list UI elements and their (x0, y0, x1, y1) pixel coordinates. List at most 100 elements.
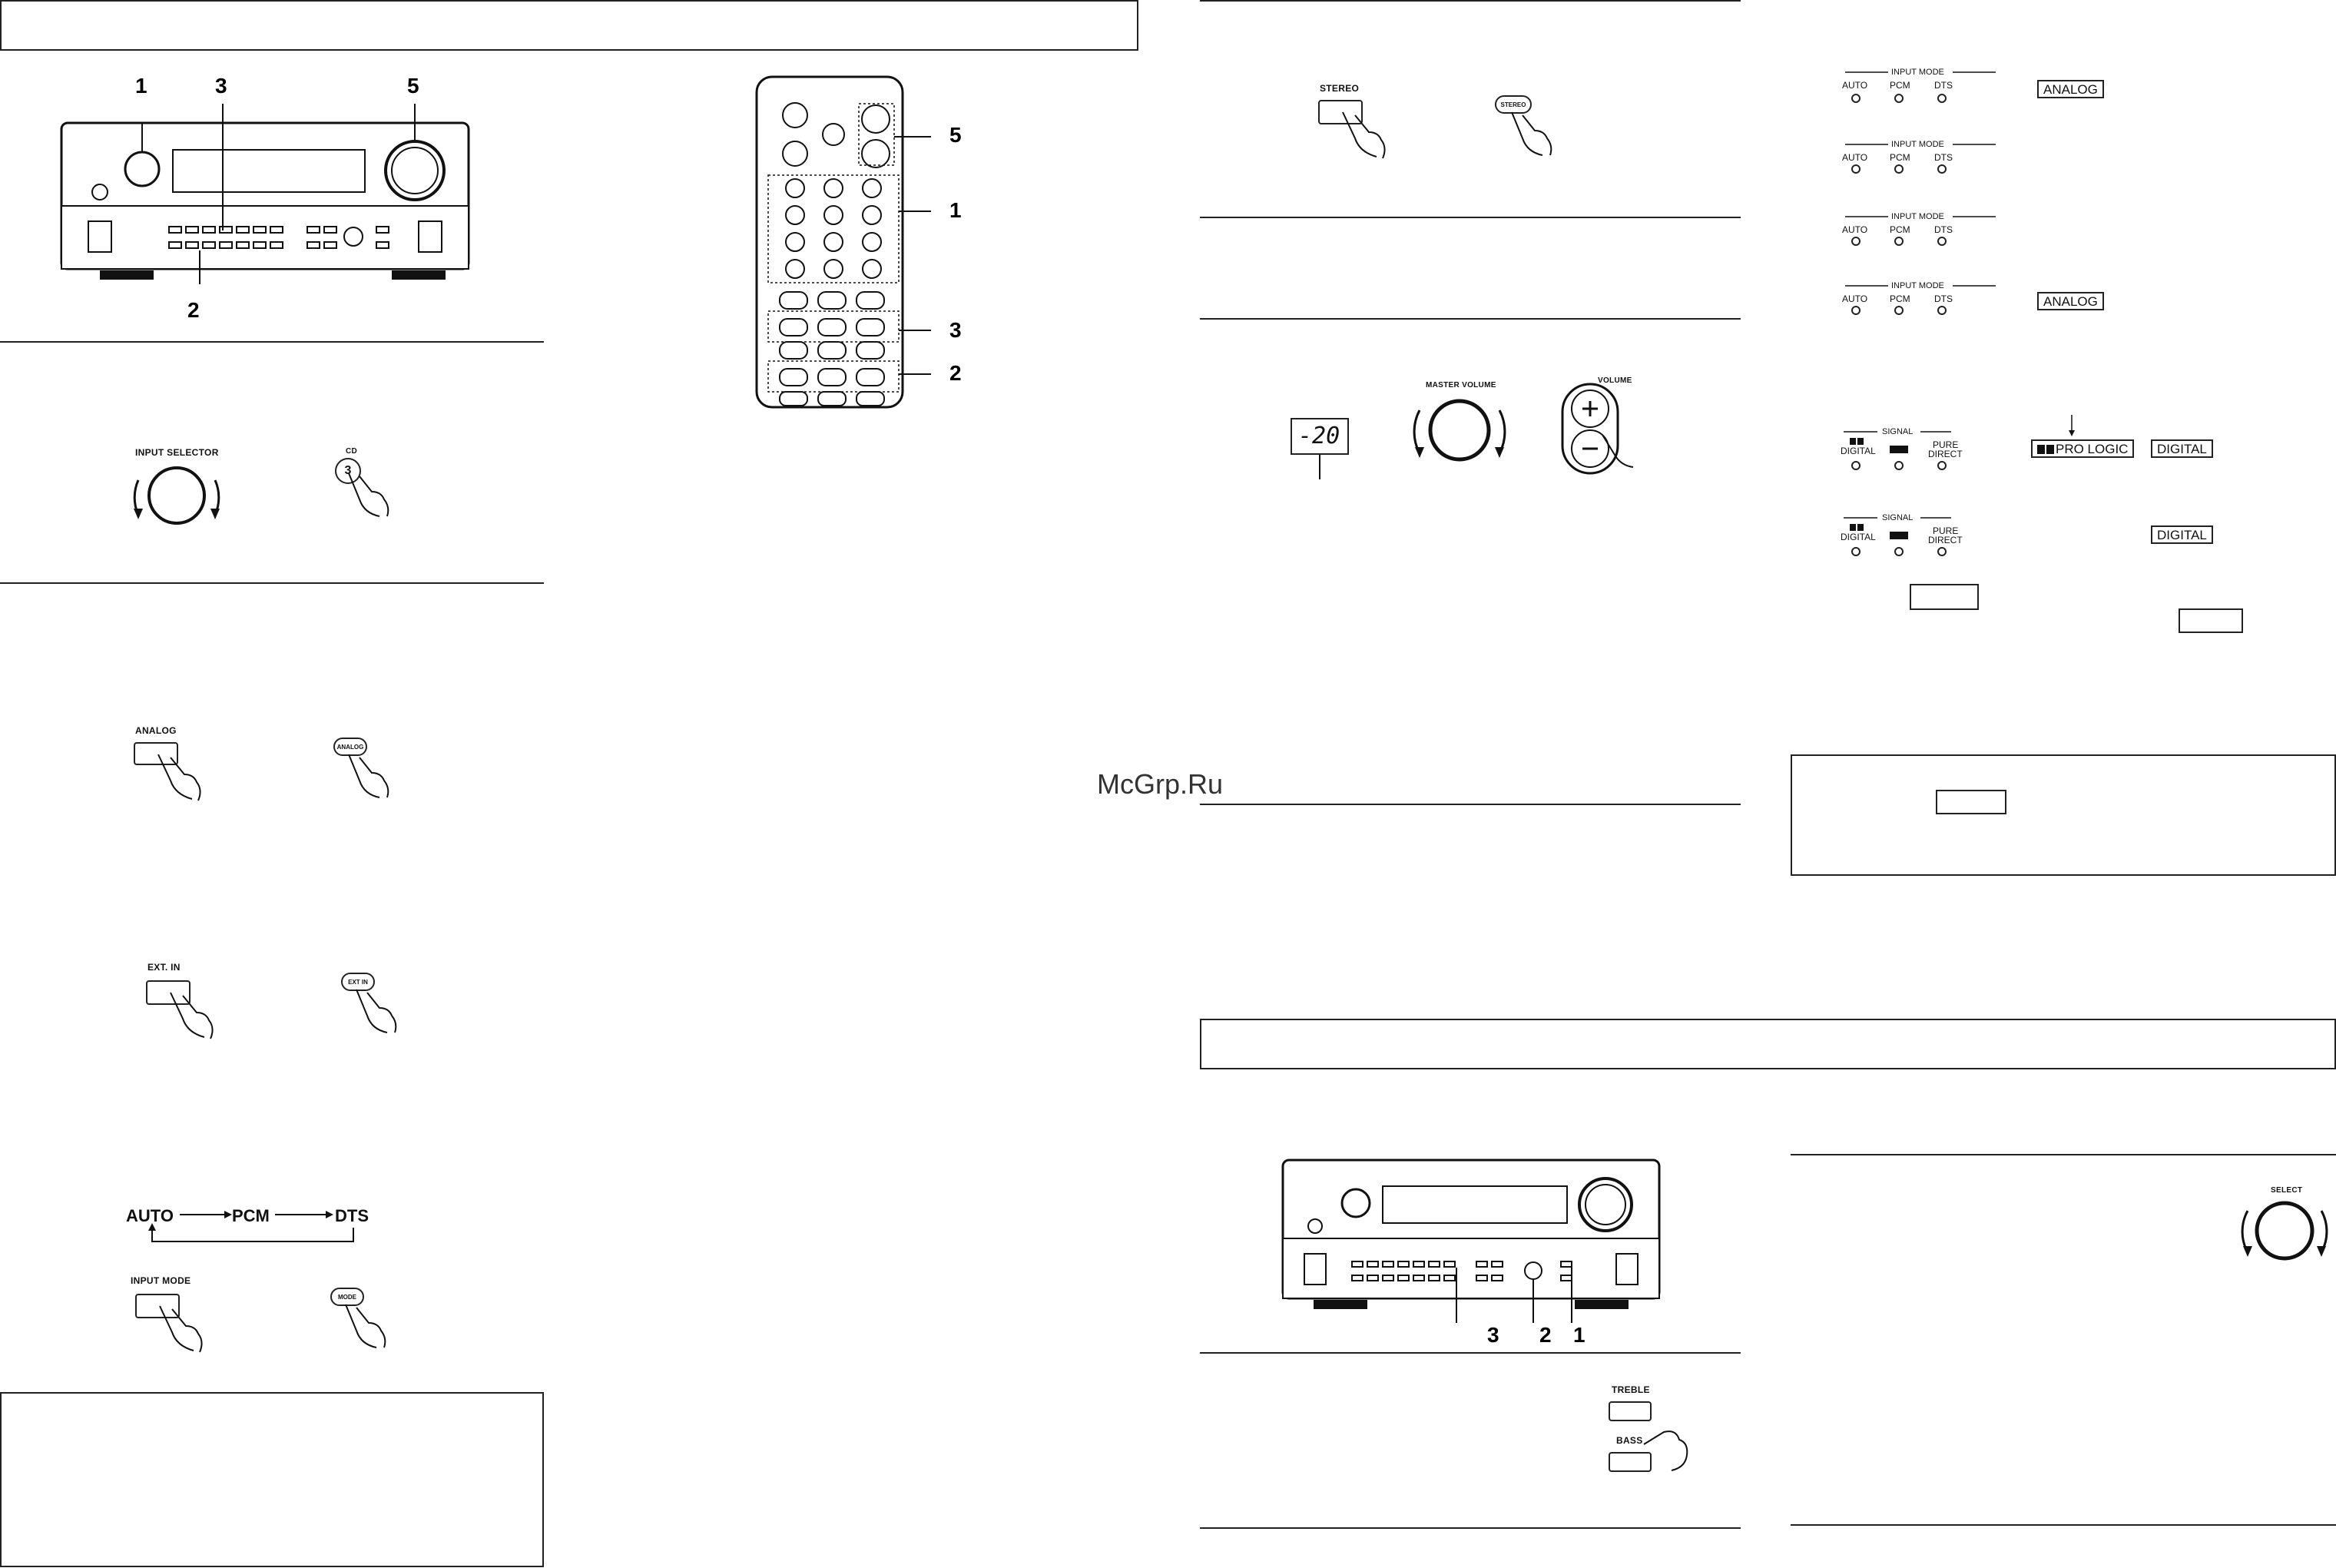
divider (1791, 1154, 2336, 1155)
input-mode-title-rule (1845, 144, 1996, 145)
dts-led (1937, 94, 1947, 103)
ext-in-button[interactable] (146, 980, 191, 1005)
dts-signal-led (1894, 461, 1904, 470)
stereo-button[interactable] (1318, 100, 1363, 124)
pcm-led (1894, 306, 1904, 315)
cd-key-3-button[interactable]: 3 (335, 458, 361, 484)
signal-indicator-title: SIGNAL (1882, 427, 1914, 436)
input-mode-indicator-title: INPUT MODE (1891, 281, 1944, 290)
cd-key-label: 3 (344, 464, 352, 477)
pressing-hand-icon (157, 754, 201, 801)
input-mode-title-rule (1845, 216, 1996, 217)
select-label: SELECT (2271, 1186, 2303, 1195)
cd-label: CD (346, 447, 358, 456)
callout-number: 5 (407, 74, 419, 98)
callout-number: 5 (949, 123, 962, 147)
analog-display-indicator: ANALOG (2037, 80, 2104, 98)
dts-led (1937, 164, 1947, 174)
auto-indicator-label: AUTO (1842, 152, 1868, 163)
treble-button[interactable] (1609, 1401, 1652, 1421)
input-mode-label: INPUT MODE (131, 1275, 191, 1286)
analog-remote-button[interactable]: ANALOG (333, 738, 367, 756)
pro-logic-text: PRO LOGIC (2056, 442, 2129, 456)
auto-led (1851, 94, 1861, 103)
ext-in-key-label: EXT IN (348, 978, 368, 986)
pressing-hand-icon (1643, 1430, 1688, 1471)
input-mode-indicator-title: INPUT MODE (1891, 68, 1944, 77)
blank-display-box (2179, 608, 2243, 633)
select-knob (2241, 1201, 2328, 1261)
treble-label: TREBLE (1612, 1384, 1650, 1395)
flow-arrows (148, 1211, 354, 1242)
dts-indicator-label: DTS (1934, 152, 1953, 163)
analog-key-label: ANALOG (336, 743, 364, 751)
divider (0, 341, 544, 343)
dts-indicator-label: DTS (1934, 293, 1953, 304)
auto-led (1851, 237, 1861, 246)
divider (1200, 804, 1741, 805)
divider (1200, 1527, 1741, 1529)
input-mode-title-rule (1845, 71, 1996, 73)
digital-display-indicator: DIGITAL (2151, 439, 2213, 458)
blank-display-box (1910, 584, 1979, 610)
receiver-front-panel-illustration (1281, 1159, 1661, 1323)
blank-display-box (1936, 790, 2006, 814)
dts-logo-icon (1890, 532, 1908, 539)
input-mode-button[interactable] (135, 1294, 180, 1318)
analog-label: ANALOG (135, 725, 177, 736)
callout-number: 2 (1539, 1323, 1552, 1347)
flow-dts: DTS (335, 1206, 369, 1225)
volume-up-down-buttons[interactable] (1558, 381, 1642, 481)
auto-indicator-label: AUTO (1842, 80, 1868, 91)
dolby-digital-icon (1850, 438, 1864, 445)
direct-indicator-label: DIRECT (1928, 449, 1963, 459)
pressing-hand-icon (170, 992, 214, 1039)
input-selector-label: INPUT SELECTOR (135, 447, 219, 458)
flow-pcm: PCM (232, 1206, 270, 1225)
stereo-remote-button[interactable]: STEREO (1495, 95, 1532, 114)
dolby-digital-icon (1850, 524, 1864, 531)
pcm-indicator-label: PCM (1890, 152, 1910, 163)
callout-number: 3 (949, 318, 962, 342)
divider (0, 582, 544, 584)
pure-indicator-label: PURE (1933, 525, 1959, 536)
divider (1200, 1352, 1741, 1354)
divider (1200, 0, 1741, 2)
digital-display-indicator: DIGITAL (2151, 525, 2213, 544)
digital-indicator-label: DIGITAL (1841, 446, 1876, 456)
pcm-indicator-label: PCM (1890, 80, 1910, 91)
section-header-box (1200, 1019, 2336, 1069)
dts-led (1937, 237, 1947, 246)
digital-indicator-label: DIGITAL (1841, 532, 1876, 542)
pure-indicator-label: PURE (1933, 439, 1959, 450)
bottom-left-note-box (0, 1392, 544, 1567)
analog-button[interactable] (134, 742, 178, 765)
receiver-front-panel-illustration (60, 104, 470, 284)
pressing-hand-icon (348, 472, 389, 517)
input-mode-title-rule (1845, 285, 1996, 287)
bass-button[interactable] (1609, 1452, 1652, 1472)
ext-in-remote-button[interactable]: EXT IN (341, 973, 375, 991)
master-volume-label: MASTER VOLUME (1426, 381, 1496, 390)
auto-indicator-label: AUTO (1842, 224, 1868, 235)
volume-display-value: -20 (1298, 423, 1340, 449)
watermark-text: McGrp.Ru (1097, 768, 1224, 800)
direct-indicator-label: DIRECT (1928, 535, 1963, 545)
auto-led (1851, 306, 1861, 315)
input-mode-indicator-title: INPUT MODE (1891, 140, 1944, 149)
signal-title-rule (1844, 517, 1951, 519)
pure-direct-led (1937, 547, 1947, 556)
pcm-indicator-label: PCM (1890, 293, 1910, 304)
dolby-double-d-icon (2037, 445, 2054, 454)
callout-number: 2 (187, 298, 200, 322)
pcm-led (1894, 237, 1904, 246)
callout-number: 1 (1573, 1323, 1585, 1347)
pcm-led (1894, 164, 1904, 174)
auto-led (1851, 164, 1861, 174)
master-volume-knob (1413, 399, 1506, 462)
volume-display (1291, 418, 1349, 455)
mode-remote-button[interactable]: MODE (330, 1288, 364, 1306)
dts-led (1937, 306, 1947, 315)
dts-signal-led (1894, 547, 1904, 556)
flow-auto: AUTO (126, 1206, 174, 1225)
